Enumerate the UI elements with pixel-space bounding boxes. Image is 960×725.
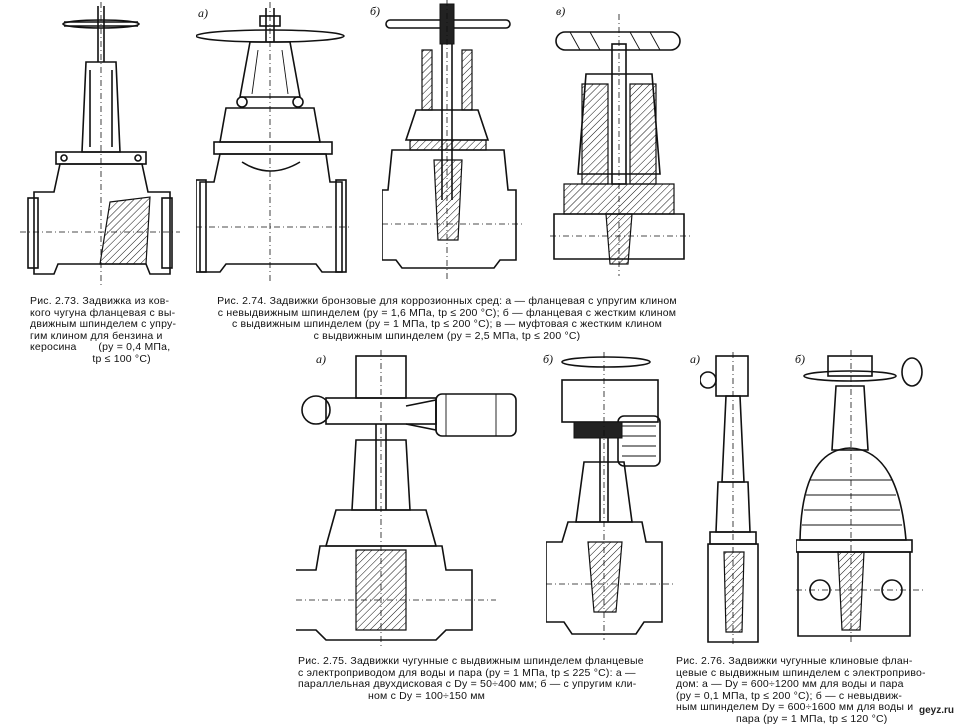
label-2-76-b: б) — [795, 352, 805, 367]
caption-line: Рис. 2.74. Задвижки бронзовые для корроз… — [192, 296, 702, 308]
valve-drawing-2-73 — [20, 2, 180, 292]
valve-drawing-2-74b — [382, 0, 522, 282]
caption-2-75: Рис. 2.75. Задвижки чугунные с выдвижным… — [298, 656, 678, 702]
caption-line: tр ≤ 100 °C) — [30, 354, 200, 366]
caption-2-73: Рис. 2.73. Задвижка из ков- кого чугуна … — [30, 296, 200, 365]
caption-line: параллельная двухдисковая с Dу = 50÷400 … — [298, 679, 678, 691]
label-2-74-v: в) — [556, 4, 565, 19]
caption-2-76: Рис. 2.76. Задвижки чугунные клиновые фл… — [676, 656, 956, 725]
caption-line: с выдвижным шпинделем (pу = 1 МПа, tр ≤ … — [192, 319, 702, 331]
caption-2-74: Рис. 2.74. Задвижки бронзовые для корроз… — [192, 296, 702, 342]
caption-line: керосина (pу = 0,4 МПа, — [30, 342, 200, 354]
label-2-76-a: а) — [690, 352, 700, 367]
caption-line: с выдвижным шпинделем (pу = 2,5 МПа, tр … — [192, 331, 702, 343]
caption-line: пара (pу = 1 МПа, tр ≤ 120 °C) — [676, 714, 956, 725]
valve-drawing-2-74v — [550, 14, 690, 279]
caption-line: Рис. 2.76. Задвижки чугунные клиновые фл… — [676, 656, 956, 668]
valve-drawing-2-74a — [196, 2, 356, 287]
caption-line: движным шпинделем с упру- — [30, 319, 200, 331]
caption-line: ным шпинделем Dу = 600÷1600 мм для воды … — [676, 702, 956, 714]
valve-drawing-2-75b — [546, 352, 676, 642]
caption-line: дом: а — Dу = 600÷1200 мм для воды и пар… — [676, 679, 956, 691]
valve-drawing-2-76b — [796, 350, 926, 646]
valve-drawing-2-76a — [700, 352, 780, 648]
label-2-74-a: а) — [198, 6, 208, 21]
label-2-75-a: а) — [316, 352, 326, 367]
valve-drawing-2-75a — [296, 350, 526, 650]
caption-line: ном с Dу = 100÷150 мм — [298, 691, 678, 703]
label-2-75-b: б) — [543, 352, 553, 367]
caption-line: Рис. 2.75. Задвижки чугунные с выдвижным… — [298, 656, 678, 668]
caption-line: Рис. 2.73. Задвижка из ков- — [30, 296, 200, 308]
watermark: geyz.ru — [919, 705, 954, 716]
label-2-74-b: б) — [370, 4, 380, 19]
